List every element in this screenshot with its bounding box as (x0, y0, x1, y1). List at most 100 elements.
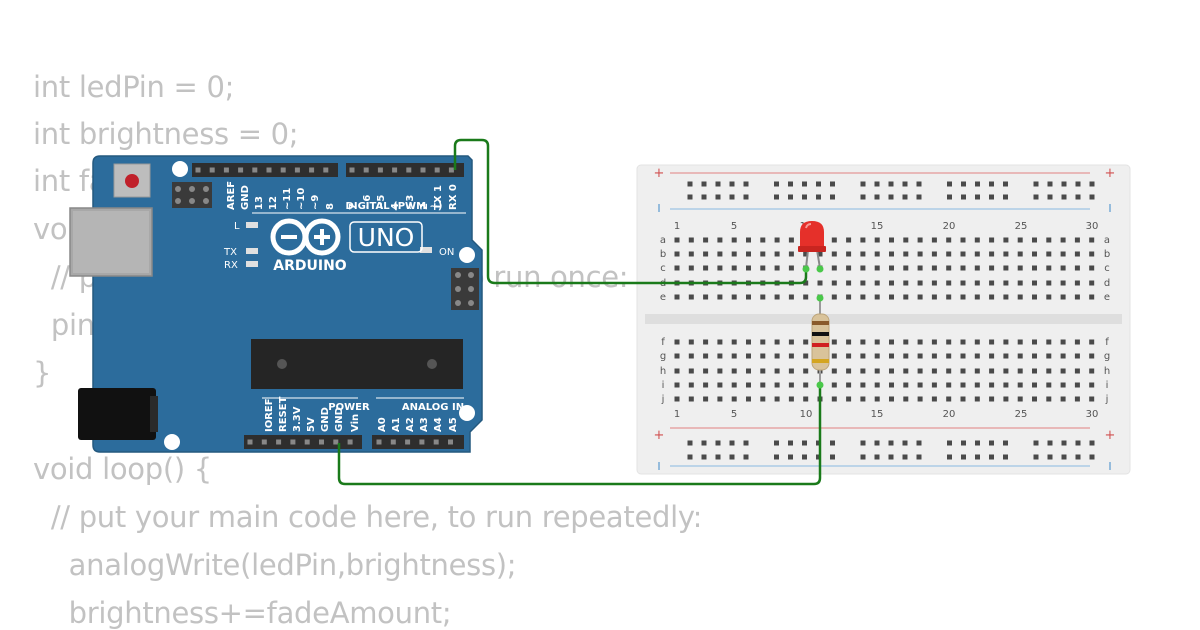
breadboard-hole[interactable] (931, 294, 937, 300)
digital-pin[interactable] (323, 167, 329, 173)
breadboard-hole[interactable] (946, 339, 952, 345)
breadboard-hole[interactable] (1074, 396, 1080, 402)
breadboard-hole[interactable] (946, 265, 952, 271)
breadboard-hole[interactable] (1060, 251, 1066, 257)
breadboard-hole[interactable] (946, 368, 952, 374)
breadboard-hole[interactable] (717, 339, 723, 345)
rail-hole[interactable] (1047, 181, 1053, 187)
rail-hole[interactable] (860, 181, 866, 187)
breadboard-hole[interactable] (974, 396, 980, 402)
rail-hole[interactable] (1089, 454, 1095, 460)
breadboard-hole[interactable] (860, 368, 866, 374)
rail-hole[interactable] (975, 181, 980, 187)
digital-pin[interactable] (309, 167, 315, 173)
rail-hole[interactable] (989, 440, 994, 446)
breadboard-hole[interactable] (989, 368, 995, 374)
digital-pin[interactable] (252, 167, 258, 173)
breadboard-hole[interactable] (946, 294, 952, 300)
breadboard-hole[interactable] (674, 353, 680, 359)
breadboard-hole[interactable] (974, 251, 980, 257)
breadboard-hole[interactable] (731, 396, 737, 402)
rail-hole[interactable] (802, 194, 807, 200)
header-pin[interactable] (405, 439, 411, 445)
breadboard-hole[interactable] (974, 353, 980, 359)
breadboard-hole[interactable] (760, 265, 766, 271)
breadboard-hole[interactable] (731, 237, 737, 243)
breadboard-hole[interactable] (917, 237, 923, 243)
breadboard-hole[interactable] (803, 368, 809, 374)
breadboard-hole[interactable] (860, 339, 866, 345)
breadboard-hole[interactable] (1089, 251, 1095, 257)
breadboard-hole[interactable] (989, 237, 995, 243)
breadboard-hole[interactable] (1046, 294, 1052, 300)
rail-hole[interactable] (1089, 181, 1095, 187)
breadboard-hole[interactable] (731, 353, 737, 359)
breadboard-hole[interactable] (760, 294, 766, 300)
rail-hole[interactable] (916, 194, 922, 200)
breadboard-hole[interactable] (903, 251, 909, 257)
rail-hole[interactable] (975, 194, 980, 200)
rail-hole[interactable] (860, 440, 866, 446)
rail-hole[interactable] (715, 440, 721, 446)
breadboard-hole[interactable] (831, 396, 837, 402)
breadboard-hole[interactable] (960, 294, 966, 300)
breadboard-hole[interactable] (874, 382, 880, 388)
breadboard-hole[interactable] (917, 353, 923, 359)
rail-hole[interactable] (788, 181, 793, 187)
breadboard-hole[interactable] (746, 265, 751, 271)
breadboard-hole[interactable] (1032, 353, 1037, 359)
rail-hole[interactable] (715, 181, 721, 187)
breadboard-hole[interactable] (974, 237, 980, 243)
rail-hole[interactable] (715, 454, 721, 460)
breadboard-hole[interactable] (989, 280, 995, 286)
breadboard-hole[interactable] (1060, 237, 1066, 243)
rail-hole[interactable] (1075, 181, 1081, 187)
breadboard-hole[interactable] (1046, 339, 1052, 345)
breadboard-hole[interactable] (860, 294, 866, 300)
breadboard-hole[interactable] (760, 339, 766, 345)
breadboard-hole[interactable] (803, 396, 809, 402)
breadboard-hole[interactable] (746, 396, 751, 402)
breadboard-hole[interactable] (960, 396, 966, 402)
breadboard-hole[interactable] (831, 265, 837, 271)
rail-hole[interactable] (1047, 454, 1053, 460)
breadboard-hole[interactable] (931, 353, 937, 359)
breadboard-hole[interactable] (874, 339, 880, 345)
breadboard-hole[interactable] (903, 265, 909, 271)
breadboard-hole[interactable] (1046, 251, 1052, 257)
digital-pin[interactable] (238, 167, 244, 173)
digital-pin[interactable] (195, 167, 201, 173)
breadboard-hole[interactable] (1046, 353, 1052, 359)
breadboard-hole[interactable] (831, 237, 837, 243)
breadboard-hole[interactable] (774, 294, 780, 300)
breadboard-hole[interactable] (774, 251, 780, 257)
digital-pin[interactable] (209, 167, 215, 173)
rail-hole[interactable] (802, 440, 807, 446)
breadboard-hole[interactable] (688, 294, 694, 300)
breadboard-hole[interactable] (931, 382, 937, 388)
breadboard-hole[interactable] (774, 265, 780, 271)
header-pin[interactable] (448, 439, 453, 445)
breadboard-hole[interactable] (946, 353, 952, 359)
breadboard-hole[interactable] (989, 251, 995, 257)
breadboard-hole[interactable] (903, 396, 909, 402)
breadboard-hole[interactable] (1089, 382, 1095, 388)
rail-hole[interactable] (743, 194, 749, 200)
breadboard-hole[interactable] (746, 353, 751, 359)
rail-hole[interactable] (1003, 194, 1008, 200)
rail-hole[interactable] (860, 454, 866, 460)
breadboard-hole[interactable] (688, 265, 694, 271)
rail-hole[interactable] (989, 181, 994, 187)
breadboard-hole[interactable] (989, 353, 995, 359)
breadboard-hole[interactable] (931, 396, 937, 402)
rail-hole[interactable] (874, 440, 880, 446)
rail-hole[interactable] (830, 454, 835, 460)
breadboard-hole[interactable] (831, 339, 837, 345)
rail-hole[interactable] (1033, 194, 1039, 200)
breadboard-hole[interactable] (1032, 280, 1037, 286)
breadboard-hole[interactable] (974, 382, 980, 388)
breadboard-hole[interactable] (889, 382, 894, 388)
rail-hole[interactable] (874, 194, 880, 200)
breadboard-hole[interactable] (889, 396, 894, 402)
breadboard-hole[interactable] (1003, 368, 1009, 374)
